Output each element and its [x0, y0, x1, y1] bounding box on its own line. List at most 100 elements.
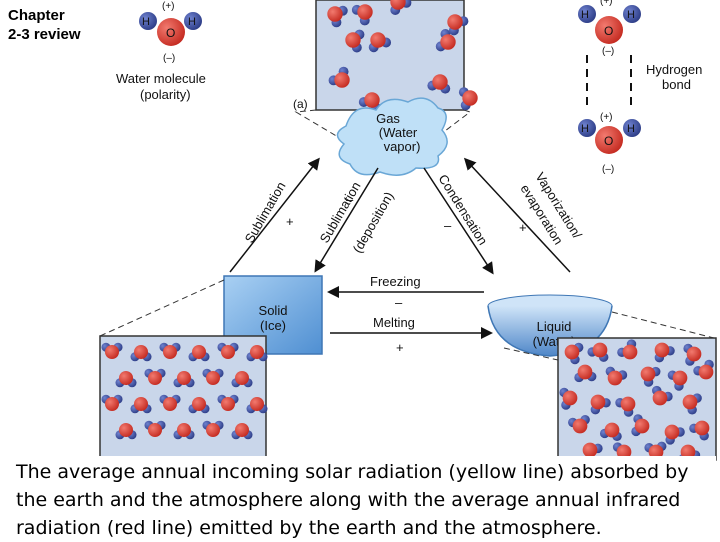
slide-title-line2: 2-3 review — [8, 26, 81, 43]
water-molecule-icon — [693, 359, 714, 380]
water-molecule-icon — [644, 441, 667, 460]
water-molecule-icon — [130, 345, 152, 362]
molecule-h-left: H — [142, 16, 150, 28]
vaporization-sign: + — [519, 220, 527, 235]
slide-caption: The average annual incoming solar radiat… — [16, 456, 716, 542]
water-molecule-icon — [115, 423, 137, 440]
water-molecule-icon — [615, 396, 636, 417]
slide-title-line1: Chapter — [8, 7, 65, 24]
water-molecule-icon — [327, 5, 348, 28]
hb-top-h-left: H — [581, 9, 589, 21]
water-molecule-icon — [640, 366, 661, 387]
water-molecule-icon — [654, 342, 675, 363]
water-molecule-icon — [159, 394, 181, 411]
molecule-label-1: Water molecule — [116, 71, 206, 86]
water-molecule-icon — [345, 29, 365, 53]
transition-arrows — [229, 157, 571, 339]
gas-label-3: vapor) — [384, 139, 421, 154]
hb-top-h-right: H — [627, 9, 635, 21]
hb-top-minus: (–) — [602, 46, 614, 57]
hb-bottom-h-left: H — [581, 123, 589, 135]
condensation-label: Condensation — [435, 172, 490, 248]
deposition-label-2: (deposition) — [350, 189, 397, 255]
water-molecule-icon — [188, 345, 210, 362]
water-molecule-icon — [351, 4, 373, 26]
hb-top-plus: (+) — [600, 0, 613, 7]
melting-sign: + — [396, 340, 404, 355]
water-molecule-icon — [564, 342, 584, 365]
deposition-sign: – — [346, 192, 354, 207]
liquid-label-1: Liquid — [537, 319, 572, 334]
water-molecule-icon — [231, 371, 253, 388]
water-molecule-icon — [568, 415, 590, 434]
water-molecule-icon — [458, 87, 478, 111]
molecule-label-2: (polarity) — [140, 87, 191, 102]
water-molecule-icon — [202, 368, 224, 385]
water-molecule-icon — [574, 364, 597, 383]
water-molecule-icon — [358, 92, 381, 113]
melting-label: Melting — [373, 315, 415, 330]
hbond-label-1: Hydrogen — [646, 62, 702, 77]
water-molecule-icon — [188, 397, 210, 414]
water-molecule-icon — [130, 397, 152, 414]
ice-lattice-panel — [99, 335, 268, 461]
water-molecule-icon — [590, 394, 611, 415]
water-molecule-icon — [683, 343, 702, 366]
hb-bottom-h-right: H — [627, 123, 635, 135]
water-molecule-polarity: H H O (+) (–) Water molecule (polarity) — [116, 1, 206, 102]
water-molecule-icon — [202, 420, 224, 437]
hb-bottom-minus: (–) — [602, 164, 614, 175]
molecule-o: O — [166, 26, 175, 40]
water-molecule-icon — [631, 414, 650, 437]
solid-label-2: (Ice) — [260, 318, 286, 333]
water-molecule-icon — [617, 339, 638, 360]
water-molecule-icon — [173, 423, 195, 440]
solid-label-1: Solid — [259, 303, 288, 318]
water-molecule-icon — [390, 0, 412, 15]
water-molecule-icon — [246, 397, 268, 414]
water-molecule-icon — [587, 342, 609, 362]
water-molecule-icon — [115, 371, 137, 388]
water-molecule-icon — [664, 424, 685, 445]
gas-cloud: Gas (Water vapor) — [336, 97, 448, 176]
water-molecule-icon — [217, 394, 239, 411]
gas-label-2: (Water — [379, 125, 418, 140]
water-molecule-icon — [173, 371, 195, 388]
water-molecule-icon — [447, 14, 469, 36]
water-molecule-icon — [682, 393, 702, 415]
water-molecule-icon — [667, 370, 688, 391]
water-molecule-icon — [559, 387, 578, 410]
panel-label: (a) — [293, 97, 308, 111]
water-molecule-icon — [435, 28, 456, 52]
water-molecule-icon — [368, 32, 392, 53]
gas-panel: (a) — [293, 0, 478, 151]
condensation-sign: – — [444, 218, 452, 233]
freezing-label: Freezing — [370, 274, 421, 289]
sublimation-label: Sublimation — [242, 179, 289, 245]
water-molecule-icon — [246, 345, 268, 362]
water-molecule-icon — [159, 342, 181, 359]
water-molecule-icon — [101, 394, 123, 411]
slide-title: Chapter 2-3 review — [8, 6, 118, 44]
water-molecule-icon — [231, 423, 253, 440]
water-molecule-icon — [427, 74, 451, 94]
water-molecule-icon — [217, 342, 239, 359]
freezing-sign: – — [395, 295, 403, 310]
water-molecule-icon — [144, 368, 166, 385]
water-molecule-icon — [652, 385, 673, 406]
molecule-charge-minus: (–) — [163, 53, 175, 64]
water-molecule-icon — [144, 420, 166, 437]
water-molecule-icon — [689, 420, 710, 441]
sublimation-sign: + — [286, 214, 294, 229]
gas-label-1: Gas — [376, 111, 400, 126]
molecule-charge-plus: (+) — [162, 1, 175, 12]
liquid-molecules-panel — [557, 337, 717, 465]
hbond-label-2: bond — [662, 77, 691, 92]
water-molecule-icon — [101, 342, 123, 359]
hydrogen-bond-illustration: H H O (+) (–) (+) H H O (–) Hydrogen bon… — [578, 0, 702, 175]
molecule-h-right: H — [188, 16, 196, 28]
water-molecule-icon — [605, 366, 628, 386]
water-molecule-icon — [599, 422, 622, 442]
hb-bottom-o: O — [604, 134, 613, 148]
